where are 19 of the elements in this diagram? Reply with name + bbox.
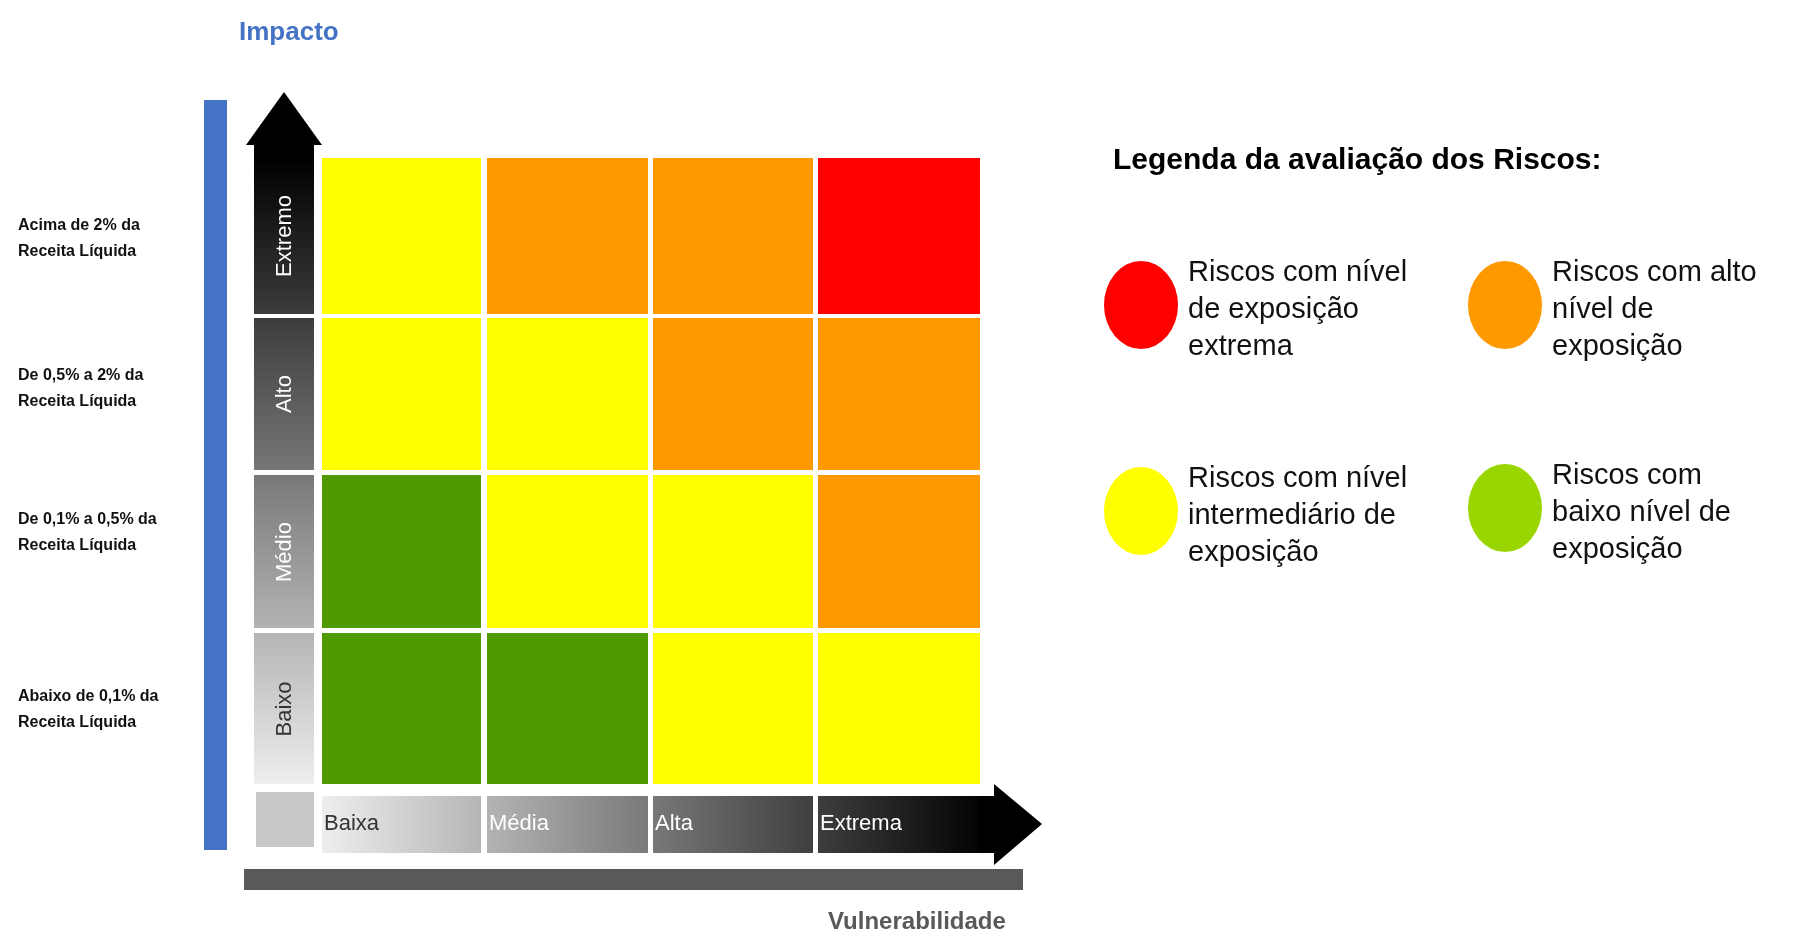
vulnerability-level-label: Extrema [820,810,902,836]
legend-text: Riscos com nível intermediário de exposição [1188,460,1409,569]
axis-title: Vulnerabilidade [828,907,1006,934]
legend-text: Riscos com alto nível de exposição [1552,254,1758,363]
row-label: De 0,1% a 0,5% da Receita Líquida [18,509,158,555]
vulnerability-level-label: Alta [655,810,693,836]
impact-level-label: Alto [271,374,297,415]
row-label: Acima de 2% da Receita Líquida [18,215,141,261]
vulnerability-level-label: Baixa [324,810,380,836]
impact-level-label: Médio [271,520,297,584]
row-label: Abaixo de 0,1% da Receita Líquida [18,686,160,732]
vulnerability-level-label: Média [489,810,549,836]
impact-level-label: Baixo [271,680,297,739]
legend-text: Riscos com nível de exposição extrema [1188,254,1409,363]
impact-level-label: Extremo [271,194,297,279]
row-label: De 0,5% a 2% da Receita Líquida [18,365,145,411]
axis-title: Impacto [239,16,339,47]
legend-title: Legenda da avaliação dos Riscos: [1113,142,1602,176]
legend-text: Riscos com baixo nível de exposição [1552,457,1732,566]
